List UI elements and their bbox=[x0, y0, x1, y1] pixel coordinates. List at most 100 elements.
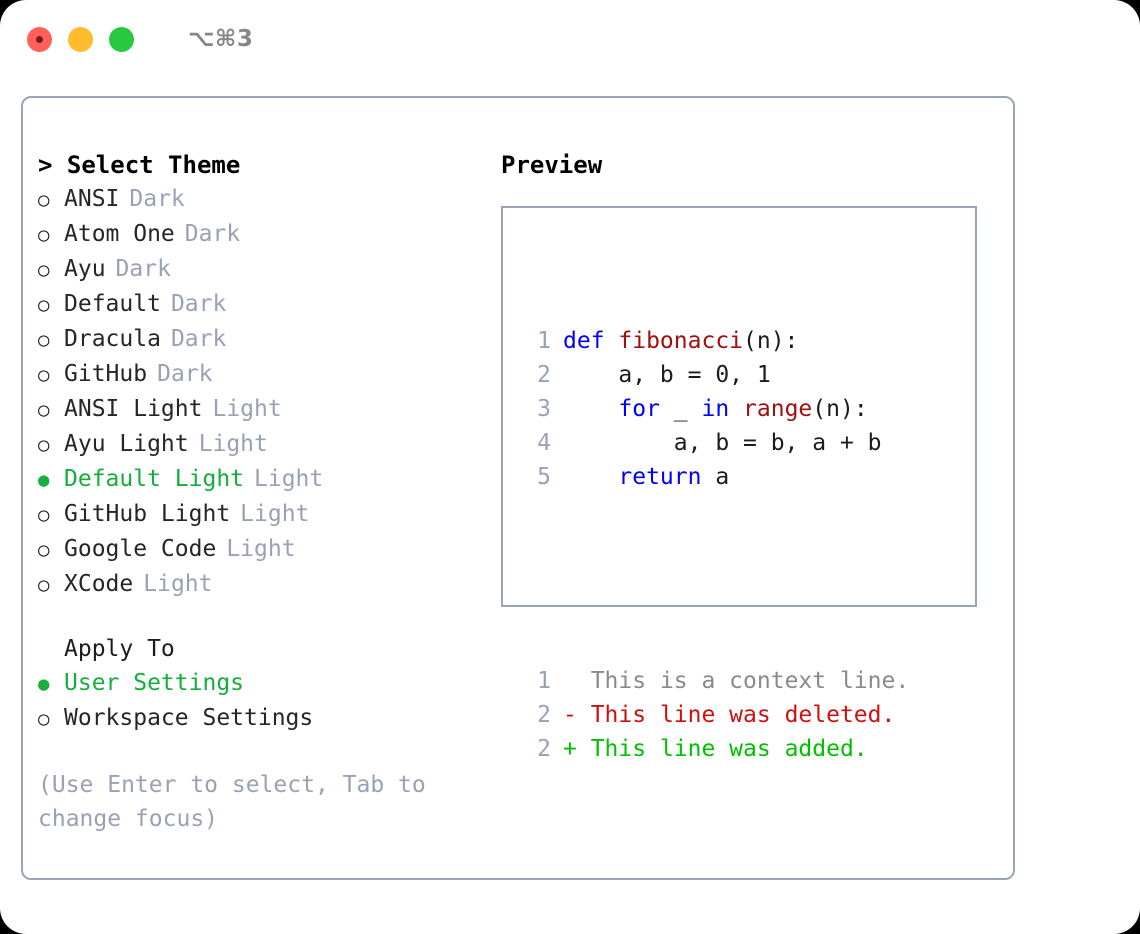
radio-unselected-icon: ○ bbox=[38, 294, 50, 316]
radio-unselected-icon: ○ bbox=[38, 539, 50, 561]
line-number: 1 bbox=[537, 668, 551, 694]
theme-name-label: ANSI Light bbox=[64, 396, 203, 422]
theme-name-label: GitHub bbox=[64, 361, 148, 387]
code-text: a, b = 0, 1 bbox=[563, 358, 771, 392]
diff-marker: - bbox=[563, 702, 591, 728]
code-token: _ bbox=[659, 396, 702, 422]
keyboard-shortcut-label: ⌥⌘3 bbox=[188, 26, 254, 52]
theme-list-item[interactable]: ○ Dracula Dark bbox=[38, 322, 478, 357]
diff-lines: 1 This is a context line. 2- This line wa… bbox=[521, 664, 909, 766]
radio-selected-icon: ● bbox=[38, 673, 50, 695]
code-token: def bbox=[563, 328, 619, 354]
theme-category-label: Light bbox=[254, 466, 324, 492]
close-window-button[interactable] bbox=[27, 26, 52, 52]
code-text: def fibonacci(n): bbox=[563, 324, 798, 358]
theme-category-label: Light bbox=[226, 536, 296, 562]
diff-marker bbox=[563, 664, 591, 698]
theme-category-label: Dark bbox=[115, 256, 171, 282]
theme-category-label: Dark bbox=[170, 291, 227, 317]
spacer bbox=[38, 736, 478, 768]
select-theme-header: > Select Theme bbox=[38, 151, 241, 179]
code-token bbox=[729, 396, 743, 422]
theme-name-label: Default Light bbox=[64, 466, 245, 492]
theme-list-item[interactable]: ○ XCode Light bbox=[38, 567, 478, 602]
code-token: (n): bbox=[743, 328, 799, 354]
line-number: 4 bbox=[537, 430, 551, 456]
radio-unselected-icon: ○ bbox=[38, 224, 50, 246]
apply-to-item[interactable]: ○Workspace Settings bbox=[38, 701, 478, 736]
code-line: 4 a, b = b, a + b bbox=[521, 426, 909, 460]
theme-list-item[interactable]: ○ Ayu Light Light bbox=[38, 427, 478, 462]
maximize-window-button[interactable] bbox=[109, 26, 134, 52]
theme-category-label: Dark bbox=[157, 361, 213, 387]
radio-unselected-icon: ○ bbox=[38, 574, 50, 596]
spacer bbox=[38, 602, 478, 632]
theme-category-label: Light bbox=[212, 396, 282, 422]
code-token: return bbox=[618, 464, 702, 490]
radio-unselected-icon: ○ bbox=[38, 329, 50, 351]
line-number: 5 bbox=[537, 464, 551, 490]
title-bar: ⌥⌘3 bbox=[0, 0, 1140, 78]
code-token: range bbox=[743, 396, 813, 422]
line-number: 3 bbox=[537, 396, 551, 422]
code-line: 2 a, b = 0, 1 bbox=[521, 358, 909, 392]
radio-unselected-icon: ○ bbox=[38, 708, 50, 730]
diff-line: 2 + This line was added. bbox=[521, 732, 909, 766]
code-token: in bbox=[701, 396, 730, 422]
radio-unselected-icon: ○ bbox=[38, 434, 50, 456]
code-token: a, b = b, a + b bbox=[563, 430, 882, 456]
apply-to-header: Apply To bbox=[64, 636, 175, 662]
radio-unselected-icon: ○ bbox=[38, 364, 50, 386]
theme-name-label: Atom One bbox=[64, 221, 175, 247]
minimize-window-button[interactable] bbox=[68, 26, 93, 52]
keyboard-hint-text: (Use Enter to select, Tab to change focu… bbox=[38, 772, 426, 832]
theme-category-label: Dark bbox=[170, 326, 227, 352]
radio-unselected-icon: ○ bbox=[38, 504, 50, 526]
code-token: a bbox=[701, 464, 730, 490]
theme-category-label: Light bbox=[198, 431, 268, 457]
code-token: for bbox=[618, 396, 660, 422]
theme-category-label: Dark bbox=[184, 221, 241, 247]
apply-to-item[interactable]: ● User Settings bbox=[38, 666, 478, 701]
apply-to-list: ● User Settings ○Workspace Settings bbox=[38, 666, 478, 736]
code-text: a, b = b, a + b bbox=[563, 426, 882, 460]
diff-text: This is a context line. bbox=[590, 668, 910, 694]
theme-list-item[interactable]: ○ GitHub Dark bbox=[38, 357, 478, 392]
radio-unselected-icon: ○ bbox=[38, 399, 50, 421]
apply-to-label: User Settings bbox=[64, 670, 245, 696]
theme-name-label: ANSI bbox=[64, 186, 120, 212]
code-text: for _ in range(n): bbox=[563, 392, 868, 426]
theme-list-item[interactable]: ○ ANSI Light Light bbox=[38, 392, 478, 427]
theme-name-label: Ayu Light bbox=[64, 431, 189, 457]
diff-marker: + bbox=[563, 736, 591, 762]
code-line: 3 for _ in range(n): bbox=[521, 392, 909, 426]
theme-name-label: XCode bbox=[64, 571, 134, 597]
code-token: a, b = 0, 1 bbox=[563, 362, 771, 388]
theme-category-label: Light bbox=[143, 571, 213, 597]
radio-unselected-icon: ○ bbox=[38, 259, 50, 281]
theme-name-label: Dracula bbox=[64, 326, 161, 352]
code-token: (n): bbox=[812, 396, 868, 422]
diff-line: 2- This line was deleted. bbox=[521, 698, 909, 732]
line-number: 2 bbox=[537, 736, 551, 762]
code-text: return a bbox=[563, 460, 729, 494]
diff-text: This line was added. bbox=[590, 736, 868, 762]
theme-name-label: GitHub Light bbox=[64, 501, 231, 527]
theme-list-item[interactable]: ○ Atom One Dark bbox=[38, 217, 478, 252]
radio-unselected-icon: ○ bbox=[38, 189, 50, 211]
spacer bbox=[521, 562, 909, 596]
theme-list-item[interactable]: ○ Google Code Light bbox=[38, 532, 478, 567]
theme-name-label: Google Code bbox=[64, 536, 217, 562]
